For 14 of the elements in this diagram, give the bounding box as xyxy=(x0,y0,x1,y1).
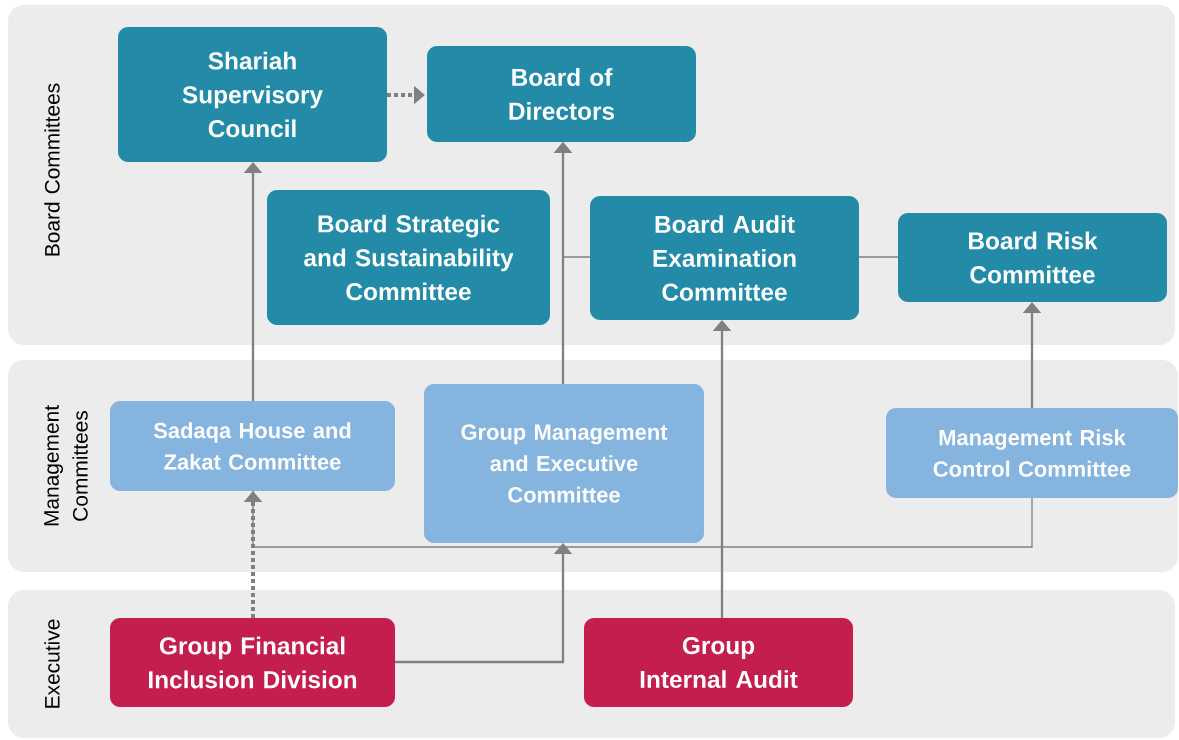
committee-box: Group Management and Executive Committee xyxy=(424,384,704,543)
band-label: Board Committees xyxy=(44,83,60,256)
committee-box: Management Risk Control Committee xyxy=(886,408,1178,498)
committee-box: Board Risk Committee xyxy=(898,213,1167,302)
committee-box: Board Strategic and Sustainability Committee xyxy=(267,190,550,325)
committee-box: Sadaqa House and Zakat Committee xyxy=(110,401,395,491)
committee-box: Board of Directors xyxy=(427,46,696,142)
band-label: Executive xyxy=(44,619,60,708)
band-label: Management Committees xyxy=(44,405,88,526)
arrow xyxy=(553,142,591,258)
division-box: Group Internal Audit xyxy=(584,618,853,707)
committee-box: Shariah Supervisory Council xyxy=(118,27,387,162)
committee-box: Board Audit Examination Committee xyxy=(590,196,859,320)
division-box: Group Financial Inclusion Division xyxy=(110,618,395,707)
